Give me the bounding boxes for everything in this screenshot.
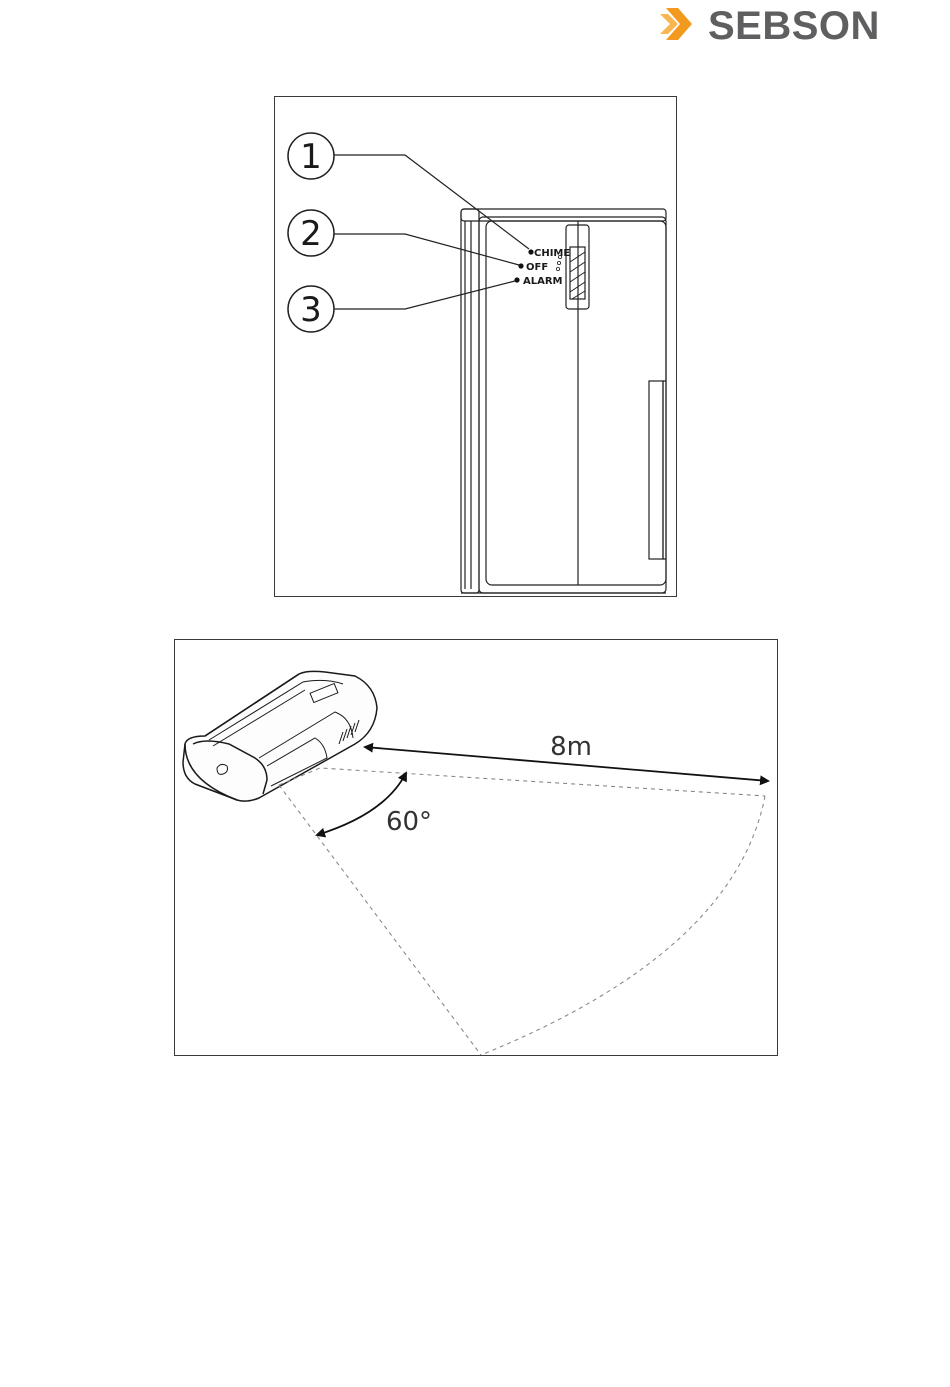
label-alarm: ALARM xyxy=(523,276,563,287)
coverage-area xyxy=(279,768,765,1055)
distance-label: 8m xyxy=(550,732,592,762)
angle-label: 60° xyxy=(386,807,432,837)
chevron-logo-icon xyxy=(658,4,708,48)
brand-name: SEBSON xyxy=(708,4,880,48)
label-chime: CHIME xyxy=(534,248,570,259)
callout-1-number: 1 xyxy=(300,137,322,177)
figure-detection-range: 8m 60° xyxy=(174,639,778,1056)
detection-range-diagram: 8m 60° xyxy=(175,640,777,1055)
callout-1-leader xyxy=(334,155,529,249)
label-off: OFF xyxy=(526,262,548,273)
mode-switch-diagram: CHIME OFF ALARM 1 2 3 xyxy=(275,97,676,596)
callout-3-number: 3 xyxy=(300,290,322,330)
figure-mode-switch: CHIME OFF ALARM 1 2 3 xyxy=(274,96,677,597)
callout-2-number: 2 xyxy=(300,214,322,254)
brand-logo: SEBSON xyxy=(658,4,888,48)
motion-sensor-device xyxy=(183,671,377,801)
